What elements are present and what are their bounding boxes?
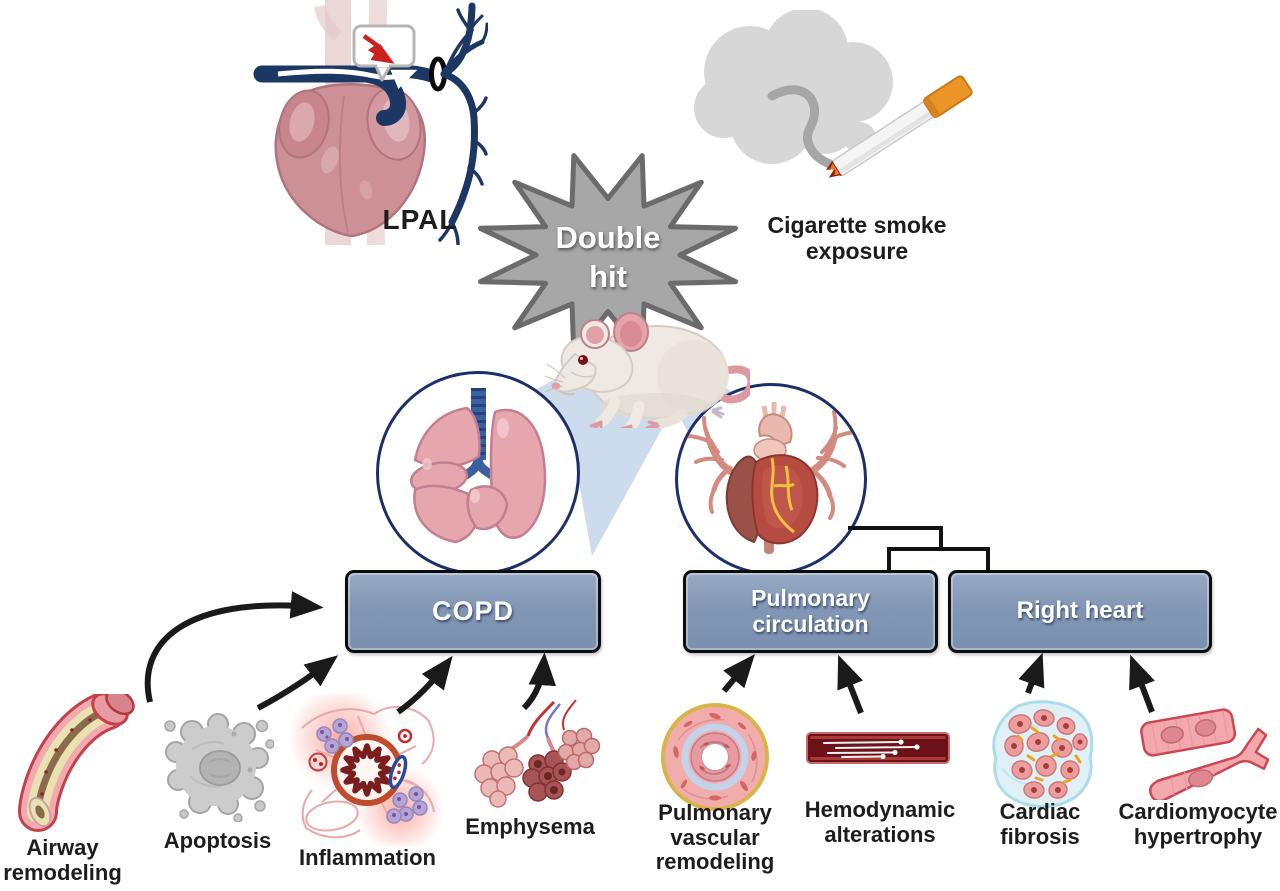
arrow-fibrosis-to-rightheart <box>1018 652 1045 695</box>
pulmonary-circulation-box: Pulmonary circulation <box>683 570 938 653</box>
blood-flow-icon <box>806 730 950 766</box>
double-hit-label: Double hit <box>555 220 661 294</box>
immune-cells <box>308 718 428 824</box>
rat-eye <box>578 355 588 365</box>
apoptosis-label: Apoptosis <box>163 828 272 853</box>
airway-cross-section-icon <box>12 694 136 832</box>
cigarette-smoke-label: Cigarette smoke exposure <box>767 212 947 264</box>
copd-box: COPD <box>345 570 601 653</box>
cardiac-fibrosis-label: Cardiac fibrosis <box>999 799 1081 849</box>
vessel-cross-section-icon <box>658 700 772 814</box>
hemodynamic-alterations-label: Hemodynamic alterations <box>804 797 956 847</box>
cardiomyocyte-hypertrophy-label: Cardiomyocyte hypertrophy <box>1118 799 1278 849</box>
alveoli-cluster-icon <box>458 698 600 810</box>
inflamed-airway-icon <box>288 694 444 846</box>
airway-remodeling-label: Airway remodeling <box>3 835 122 885</box>
capillary-icon <box>388 754 408 790</box>
lpal-heart-ligation-illustration <box>226 0 488 245</box>
right-heart-label: Right heart <box>1016 597 1144 625</box>
emphysema-label: Emphysema <box>465 814 595 839</box>
rat-art <box>545 312 750 428</box>
pulmonary-circulation-label: Pulmonary circulation <box>751 584 870 637</box>
right-heart-box: Right heart <box>948 570 1212 653</box>
cigarette-smoke-illustration <box>688 10 980 215</box>
fibrotic-tissue-icon <box>988 698 1096 810</box>
copd-label: COPD <box>431 596 514 627</box>
cigarette-icon <box>826 75 973 178</box>
inflammation-label: Inflammation <box>299 845 436 870</box>
cardiomyocyte-cells-icon <box>1128 702 1278 800</box>
apoptotic-cell-icon <box>162 710 274 822</box>
ligation-flash-icon <box>362 34 395 64</box>
lpal-heart-art <box>253 0 488 245</box>
heart-to-boxes-connector <box>848 526 990 571</box>
arrow-airway-to-copd <box>144 591 324 703</box>
alveoli-healthy <box>474 746 524 808</box>
pulmonary-vascular-remodeling-label: Pulmonary vascular remodeling <box>655 800 775 875</box>
pulmonary-tree <box>438 2 488 245</box>
rat-illustration <box>545 298 750 428</box>
arrow-vascular-to-pulmonary <box>721 654 755 693</box>
arrow-hemodynamic-to-pulmonary <box>837 654 864 715</box>
cigarette-smoke-art <box>694 10 973 178</box>
lpal-label: LPAL <box>382 204 458 235</box>
